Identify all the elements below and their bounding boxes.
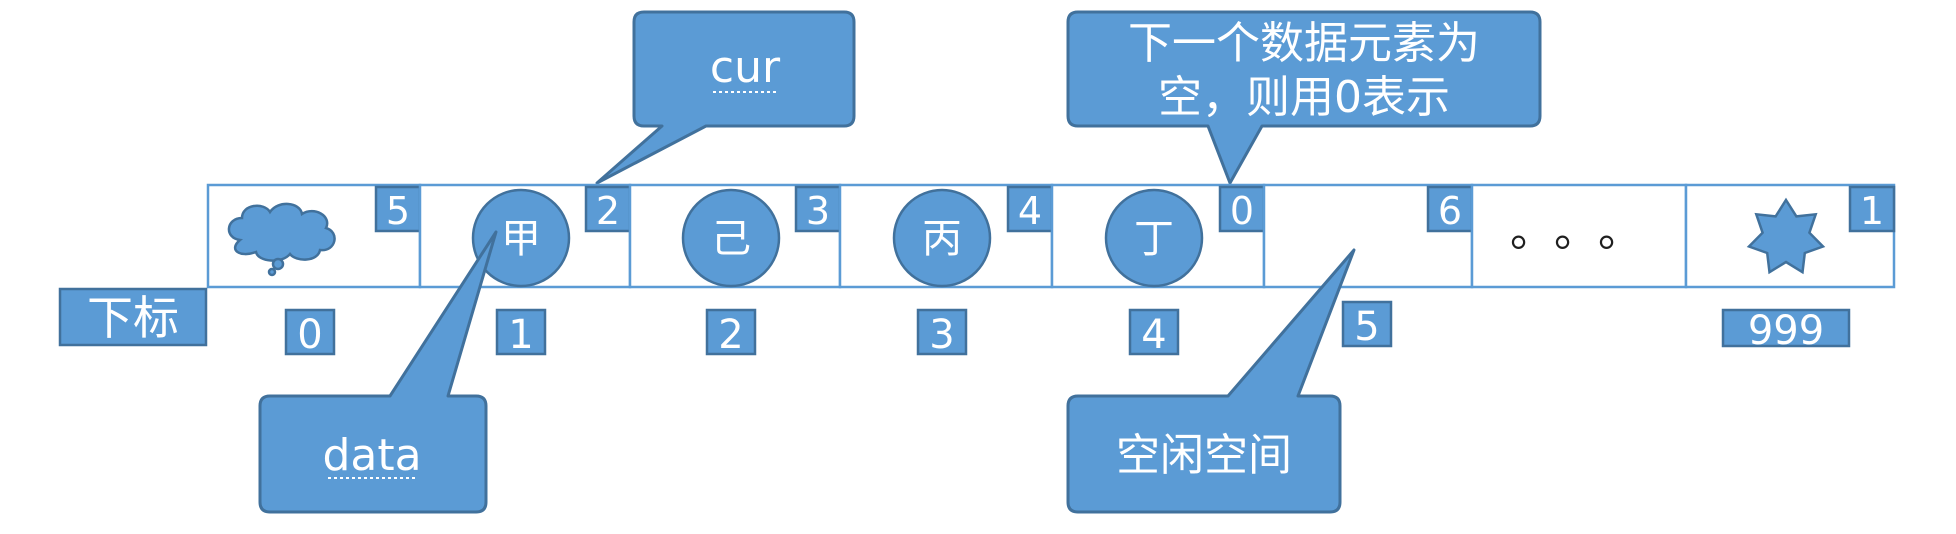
index-value: 1 <box>508 312 533 358</box>
cell-4: 丁0 <box>1050 183 1266 289</box>
index-label-4: 4 <box>1128 308 1180 358</box>
cell-6: 。。。 <box>1470 183 1688 289</box>
index-value: 2 <box>718 312 743 358</box>
cur-value: 5 <box>386 189 410 233</box>
index-value: 5 <box>1354 304 1379 350</box>
callout-free-space: 空闲空间 <box>1066 248 1356 514</box>
callout-data: data <box>258 230 498 514</box>
cell-7: 1 <box>1684 183 1896 289</box>
cell-0: 5 <box>206 183 422 289</box>
callout-free-space-text: 空闲空间 <box>1116 430 1292 481</box>
cell-5: 6 <box>1262 183 1474 289</box>
cell-2: 己3 <box>628 183 842 289</box>
index-label-999: 999 <box>1721 308 1851 354</box>
star-icon <box>1746 197 1826 275</box>
ellipsis-text: 。。。 <box>1510 206 1664 257</box>
cur-value: 4 <box>1018 189 1042 233</box>
data-circle <box>892 188 992 288</box>
data-circle <box>681 188 781 288</box>
index-label-1: 1 <box>495 308 547 358</box>
callout-next-empty: 下一个数据元素为 空，则用0表示 <box>1066 10 1542 185</box>
cur-value-box <box>1218 185 1266 233</box>
row-label-box: 下标 <box>58 287 208 347</box>
data-circle <box>1104 188 1204 288</box>
cur-value-box <box>1848 185 1896 233</box>
cur-value-box <box>584 185 632 233</box>
index-labels: 0 1 2 3 4 5 999 <box>284 300 1851 358</box>
cur-value-box <box>374 185 422 233</box>
cur-value: 6 <box>1438 189 1462 233</box>
callout-next-empty-line1: 下一个数据元素为 <box>1128 18 1480 69</box>
cur-value: 2 <box>596 189 620 233</box>
index-label-0: 0 <box>284 308 336 358</box>
data-value: 丁 <box>1134 216 1174 262</box>
cell-box <box>1470 183 1688 289</box>
callout-next-empty-line2: 空，则用0表示 <box>1158 72 1450 123</box>
cloud-icon <box>227 202 336 277</box>
index-value: 999 <box>1748 308 1824 354</box>
cur-value: 0 <box>1230 189 1254 233</box>
cell-3: 丙4 <box>838 183 1054 289</box>
cell-1: 甲2 <box>418 183 632 289</box>
callout-cur-text: cur <box>710 42 781 93</box>
index-value: 0 <box>297 312 322 358</box>
index-value: 3 <box>929 312 954 358</box>
cur-value: 3 <box>806 189 830 233</box>
data-value: 丙 <box>922 216 962 262</box>
row-label-text: 下标 <box>87 291 179 345</box>
data-value: 甲 <box>501 216 541 262</box>
cur-value: 1 <box>1860 189 1884 233</box>
index-label-3: 3 <box>916 308 968 358</box>
cur-value-box <box>794 185 842 233</box>
data-circle <box>471 188 571 288</box>
index-label-2: 2 <box>705 308 757 358</box>
callout-data-text: data <box>322 430 421 481</box>
index-value: 4 <box>1141 312 1166 358</box>
data-value: 己 <box>711 216 751 262</box>
callout-cur: cur <box>595 10 856 185</box>
index-label-5: 5 <box>1341 300 1393 350</box>
